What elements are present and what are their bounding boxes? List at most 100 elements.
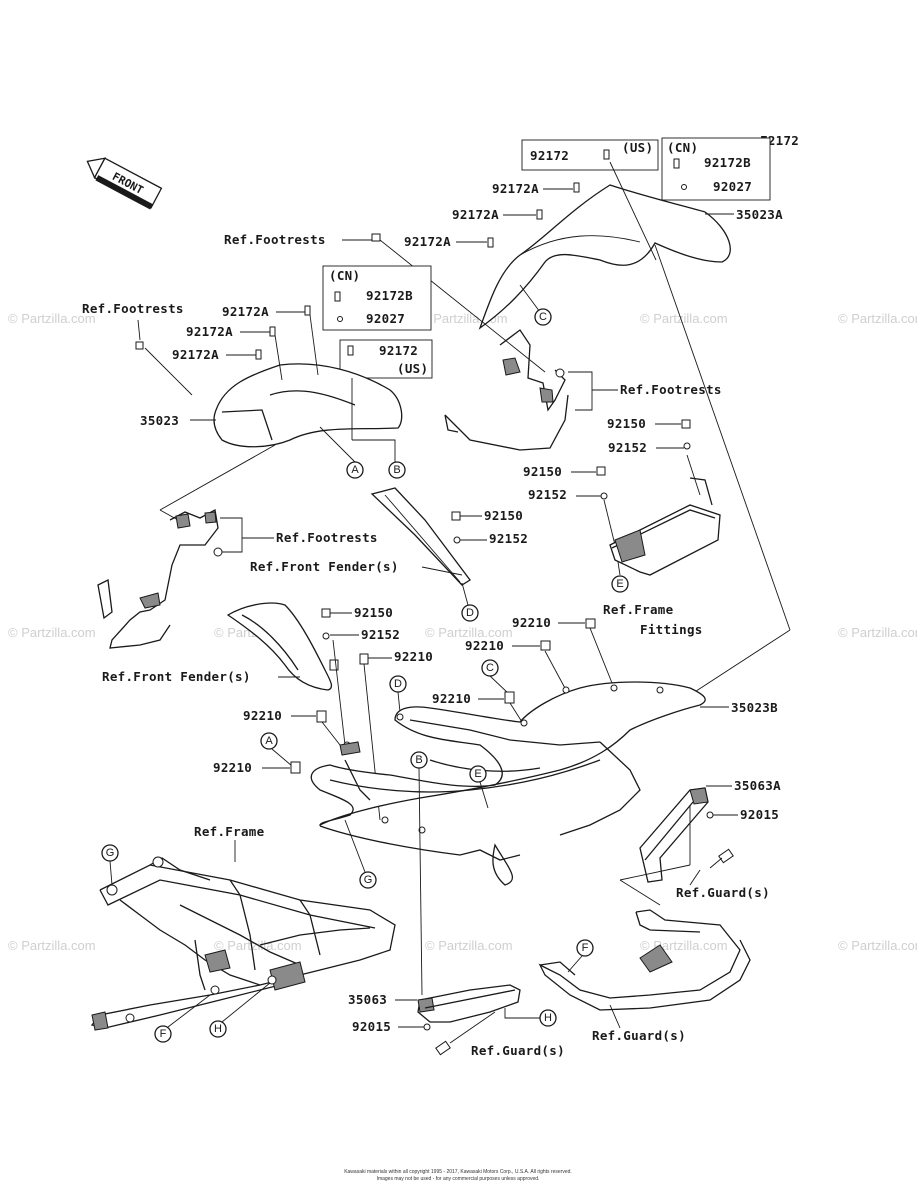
callout-circle: [534, 308, 552, 326]
part-number-92172a: 92172A: [186, 324, 233, 339]
callout-f: F: [160, 1028, 167, 1040]
rear-fender-35023b: [310, 681, 706, 886]
us-option-box-mid: [339, 339, 433, 379]
ref-fittings: Fittings: [640, 622, 703, 637]
watermark: © Partzilla.com: [425, 625, 513, 640]
footrest-bracket-right: [444, 329, 569, 451]
part-number-92210: 92210: [512, 615, 551, 630]
part-number-92150: 92150: [484, 508, 523, 523]
part-number-92210: 92210: [394, 649, 433, 664]
screw-icon: [603, 149, 610, 160]
part-number-92027: 92027: [713, 179, 752, 194]
ref-footrests: Ref.Footrests: [620, 382, 722, 397]
callout-h: H: [214, 1023, 222, 1035]
part-number-92210: 92210: [432, 691, 471, 706]
ref-front-fender: Ref.Front Fender(s): [102, 669, 251, 684]
part-number-92172a: 92172A: [222, 304, 269, 319]
ref-footrests: Ref.Footrests: [224, 232, 326, 247]
front-fender-strip: [370, 487, 471, 586]
watermark: © Partzilla.com: [838, 625, 917, 640]
front-fender-left: [226, 602, 333, 691]
footrest-bracket-left: [97, 509, 223, 649]
part-number-92172b: 92172B: [704, 155, 751, 170]
watermark-group: © Partzilla.com © Partzilla.com © Partzi…: [8, 311, 917, 953]
arrow-shadow: [95, 175, 153, 210]
watermark: © Partzilla.com: [8, 938, 96, 953]
ref-frame: Ref.Frame: [603, 602, 674, 617]
part-number-92210: 92210: [465, 638, 504, 653]
front-direction-arrow: FRONT: [86, 157, 163, 210]
ref-footrests: Ref.Footrests: [82, 301, 184, 316]
callout-c: C: [486, 662, 494, 674]
callout-d: D: [394, 678, 402, 690]
ref-guards: Ref.Guard(s): [592, 1028, 686, 1043]
washer-icon: [681, 184, 687, 190]
callout-e: E: [616, 578, 623, 590]
part-number-92172a: 92172A: [172, 347, 219, 362]
callout-b: B: [415, 754, 422, 766]
fender-shell: [478, 184, 731, 330]
us-option-box-top: [521, 139, 659, 171]
part-number-35063a: 35063A: [734, 778, 781, 793]
region-us: (US): [397, 361, 428, 376]
rear-guard-right: [538, 909, 751, 1011]
part-number-92015: 92015: [740, 807, 779, 822]
part-number-35023a: 35023A: [736, 207, 783, 222]
part-number-92152: 92152: [608, 440, 647, 455]
callout-d: D: [466, 607, 474, 619]
guard-bracket-35063a: [639, 787, 709, 883]
part-number-92172a: 92172A: [452, 207, 499, 222]
guard-bracket-35063: [417, 984, 521, 1023]
main-frame: [90, 856, 396, 1031]
watermark: © Partzilla.com: [838, 311, 917, 326]
region-cn: (CN): [329, 268, 360, 283]
part-number-92150: 92150: [354, 605, 393, 620]
fasteners-top: [487, 182, 580, 248]
callout-g: G: [106, 847, 115, 859]
region-us: (US): [622, 140, 653, 155]
watermark: © Partzilla.com: [8, 625, 96, 640]
callout-a: A: [265, 735, 273, 747]
ref-footrests: Ref.Footrests: [276, 530, 378, 545]
part-number-92210: 92210: [243, 708, 282, 723]
ref-front-fender: Ref.Front Fender(s): [250, 559, 399, 574]
screw-icon: [673, 158, 680, 169]
frame-fittings-tray: [609, 477, 721, 576]
copyright-line: Kawasaki materials within all copyright …: [344, 1169, 572, 1175]
ref-guards: Ref.Guard(s): [471, 1043, 565, 1058]
watermark: © Partzilla.com: [838, 938, 917, 953]
part-number-92172: 92172: [530, 148, 569, 163]
watermark: © Partzilla.com: [640, 311, 728, 326]
part-number-35023: 35023: [140, 413, 179, 428]
callout-e: E: [474, 768, 481, 780]
part-number-92150: 92150: [523, 464, 562, 479]
part-number-92210: 92210: [213, 760, 252, 775]
part-number-92027: 92027: [366, 311, 405, 326]
part-number-92015: 92015: [352, 1019, 391, 1034]
watermark: © Partzilla.com: [8, 311, 96, 326]
part-number-35023b: 35023B: [731, 700, 778, 715]
ref-frame: Ref.Frame: [194, 824, 265, 839]
front-fender-cover-35023a: [478, 184, 731, 330]
side-cover-35023: [213, 314, 403, 448]
callout-b: B: [393, 464, 400, 476]
part-number-92152: 92152: [528, 487, 567, 502]
part-number-92152: 92152: [361, 627, 400, 642]
part-number-92172b: 92172B: [366, 288, 413, 303]
part-number-92172: 92172: [379, 343, 418, 358]
part-number-92172a: 92172A: [492, 181, 539, 196]
callout-g: G: [364, 874, 373, 886]
part-number-92172a: 92172A: [404, 234, 451, 249]
watermark: © Partzilla.com: [425, 938, 513, 953]
ref-guards: Ref.Guard(s): [676, 885, 770, 900]
cn-option-box-top: [661, 137, 771, 201]
callout-h: H: [544, 1012, 552, 1024]
part-number-92150: 92150: [607, 416, 646, 431]
copyright-line: Images may not be used - for any commerc…: [377, 1176, 540, 1182]
part-number-35063: 35063: [348, 992, 387, 1007]
fender-crease: [519, 235, 641, 256]
part-number-92152: 92152: [489, 531, 528, 546]
region-cn: (CN): [667, 140, 698, 155]
